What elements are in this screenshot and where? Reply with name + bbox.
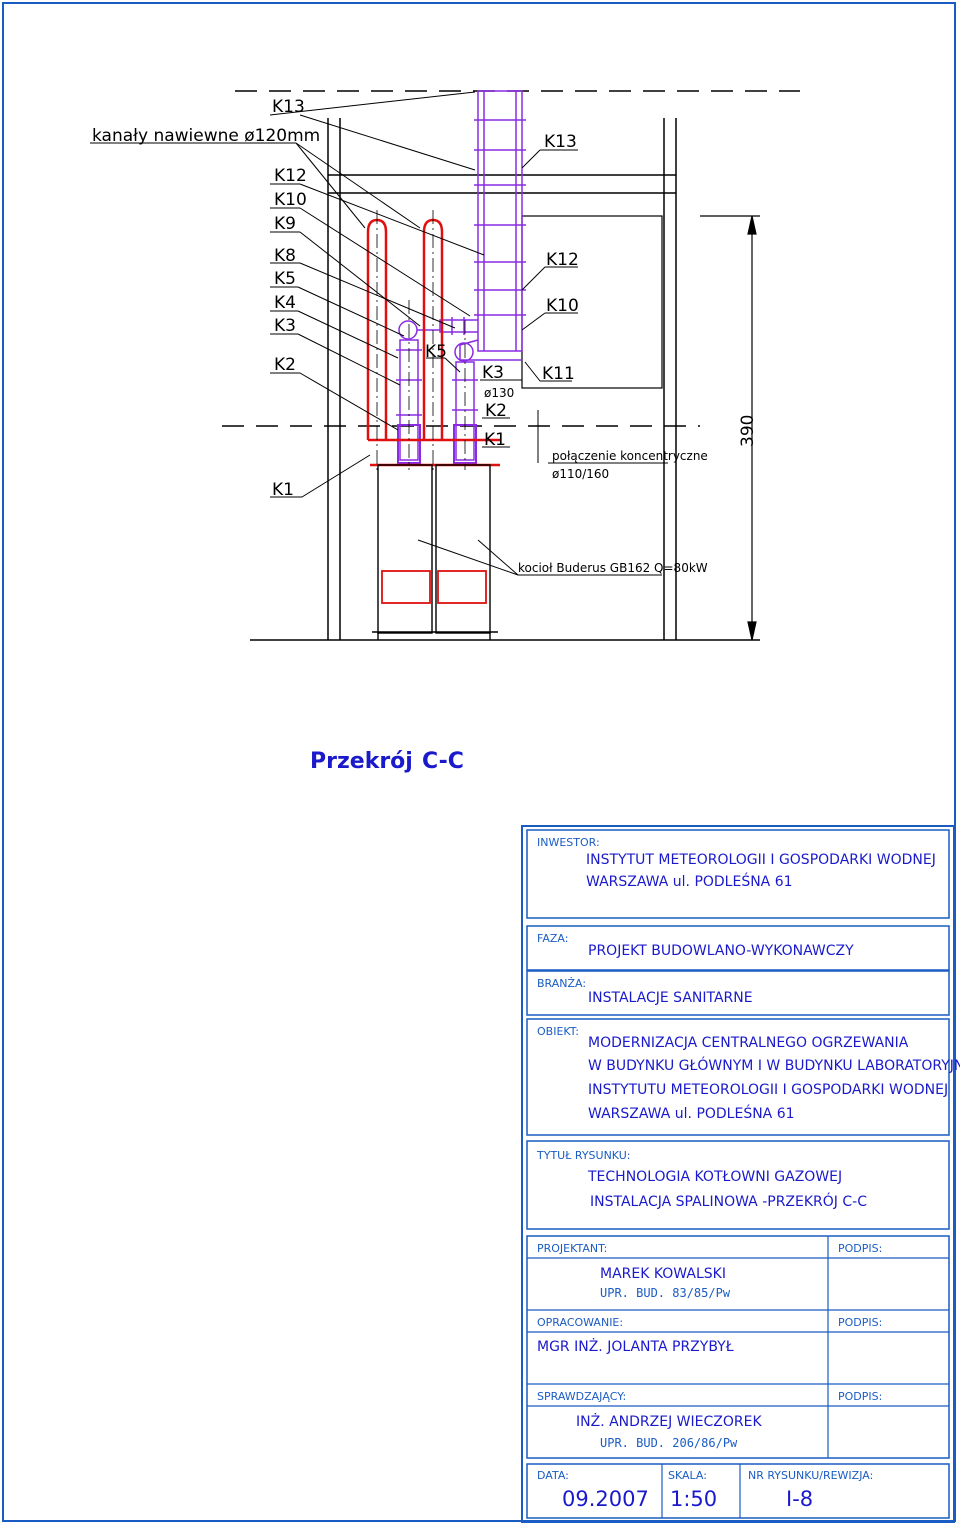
label-k2-left: K2	[274, 355, 296, 375]
object-line2: W BUDYNKU GŁÓWNYM I W BUDYNKU LABORATORY…	[588, 1056, 960, 1074]
branch-value: INSTALACJE SANITARNE	[588, 990, 753, 1006]
chimney-box	[521, 215, 663, 389]
label-k4-left: K4	[274, 293, 296, 313]
section-title: Przekrój	[310, 749, 413, 774]
scale-value: 1:50	[670, 1487, 717, 1511]
label-k11-right: K11	[542, 364, 575, 384]
label-k10-right: K10	[546, 296, 579, 316]
sign-caption-3: PODPIS:	[838, 1390, 882, 1403]
label-k3-center: K3	[482, 363, 504, 383]
label-connection-diameter: ø110/160	[552, 467, 609, 481]
date-caption: DATA:	[537, 1469, 569, 1482]
section-drawing: K13 kanały nawiewne ø120mm K12 K10 K9 K8…	[90, 90, 800, 641]
sign-caption-2: PODPIS:	[838, 1316, 882, 1329]
sign-caption-1: PODPIS:	[838, 1242, 882, 1255]
checked-license: UPR. BUD. 206/86/Pw	[600, 1436, 738, 1450]
flue-stack	[439, 90, 526, 361]
label-boiler: kocioł Buderus GB162 Q=80kW	[518, 561, 708, 575]
phase-caption: FAZA:	[537, 932, 568, 945]
scale-caption: SKALA:	[668, 1469, 707, 1482]
label-k10-left: K10	[274, 190, 307, 210]
label-k1-center: K1	[484, 430, 506, 450]
label-connection: połączenie koncentryczne	[552, 449, 708, 463]
prepared-caption: OPRACOWANIE:	[537, 1316, 623, 1329]
label-k3-left: K3	[274, 316, 296, 336]
label-air-ducts: kanały nawiewne ø120mm	[92, 126, 320, 146]
title-line1: TECHNOLOGIA KOTŁOWNI GAZOWEJ	[587, 1169, 842, 1185]
number-value: I-8	[786, 1487, 813, 1511]
label-k1-left: K1	[272, 480, 294, 500]
label-k5-center: K5	[425, 342, 447, 362]
object-line3: INSTYTUTU METEOROLOGII I GOSPODARKI WODN…	[588, 1082, 948, 1098]
title-caption: TYTUŁ RYSUNKU:	[536, 1149, 630, 1162]
date-value: 09.2007	[562, 1487, 649, 1511]
checked-caption: SPRAWDZAJĄCY:	[537, 1390, 626, 1403]
centerlines	[376, 210, 466, 470]
designer-name: MAREK KOWALSKI	[600, 1266, 726, 1282]
branch-caption: BRANŻA:	[537, 977, 586, 990]
object-line4: WARSZAWA ul. PODLEŚNA 61	[588, 1104, 795, 1122]
dimension-value: 390	[738, 415, 758, 447]
label-k2-center: K2	[485, 401, 507, 421]
label-d130: ø130	[484, 386, 514, 400]
designer-license: UPR. BUD. 83/85/Pw	[600, 1286, 731, 1300]
title-line2: INSTALACJA SPALINOWA -PRZEKRÓJ C-C	[590, 1192, 867, 1210]
object-caption: OBIEKT:	[537, 1025, 579, 1038]
investor-line1: INSTYTUT METEOROLOGII I GOSPODARKI WODNE…	[586, 852, 936, 868]
label-k9-left: K9	[274, 214, 296, 234]
investor-caption: INWESTOR:	[537, 836, 600, 849]
investor-line2: WARSZAWA ul. PODLEŚNA 61	[586, 872, 793, 890]
designer-caption: PROJEKTANT:	[537, 1242, 607, 1255]
label-k13-left: K13	[272, 97, 305, 117]
label-k5-left: K5	[274, 269, 296, 289]
section-name: C-C	[422, 749, 464, 774]
title-block	[521, 825, 955, 1523]
dimension-390	[700, 215, 760, 641]
boilers	[372, 464, 498, 640]
object-line1: MODERNIZACJA CENTRALNEGO OGRZEWANIA	[588, 1035, 909, 1051]
label-k12-left: K12	[274, 166, 307, 186]
leader-lines	[90, 91, 668, 576]
boiler-bases	[381, 570, 487, 604]
label-k12-right: K12	[546, 250, 579, 270]
prepared-name: MGR INŻ. JOLANTA PRZYBYŁ	[537, 1337, 734, 1355]
label-k13-right: K13	[544, 132, 577, 152]
label-k8-left: K8	[274, 246, 296, 266]
checked-name: INŻ. ANDRZEJ WIECZOREK	[576, 1412, 762, 1430]
number-caption: NR RYSUNKU/REWIZJA:	[748, 1469, 873, 1482]
phase-value: PROJEKT BUDOWLANO-WYKONAWCZY	[588, 943, 854, 959]
